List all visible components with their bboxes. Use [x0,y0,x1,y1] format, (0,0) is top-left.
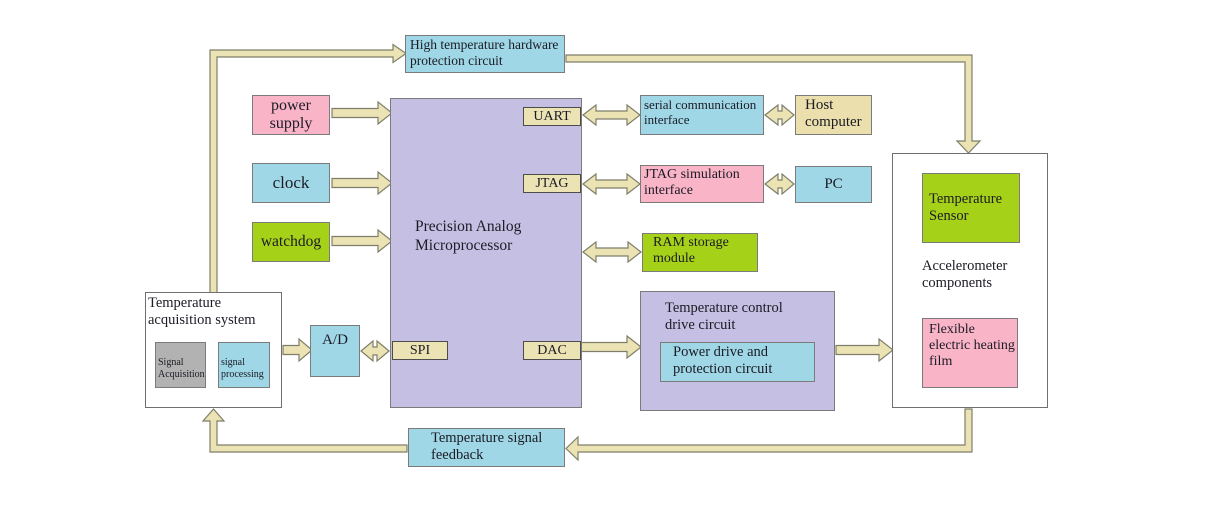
node-high-temp-protection: High temperature hardware protection cir… [405,35,565,73]
processor-label: Precision Analog Microprocessor [415,218,522,254]
node-clock: clock [252,163,330,203]
arrow-ad-spi [360,339,390,363]
port-jtag: JTAG [523,174,581,193]
arrow-jtag-sim-interface [582,172,641,196]
arrow-processor-ram [582,240,642,264]
node-power-supply: power supply [252,95,330,135]
loop-arrow-protection-to-accelerometer [565,54,982,154]
arrow-drive-circuit-to-accelerometer [835,337,894,363]
node-serial-interface: serial communication interface [640,95,764,135]
loop-arrow-feedback-to-acquisition [201,408,408,453]
accelerometer-label: Accelerometer components [922,258,1008,292]
arrow-acquisition-to-ad [282,337,313,363]
node-signal-acquisition: Signal Acquisition [155,342,206,388]
node-temp-sensor: Temperature Sensor [922,173,1020,243]
port-uart: UART [523,107,581,126]
arrow-sim-interface-pc [764,172,795,196]
node-watchdog: watchdog [252,222,330,262]
node-pc: PC [795,166,872,203]
port-dac: DAC [523,341,581,360]
node-feedback: Temperature signal feedback [408,428,565,467]
node-power-drive: Power drive and protection circuit [660,342,815,382]
loop-arrow-acquisition-to-protection [209,43,408,294]
arrow-clock-to-processor [331,170,393,196]
arrow-watchdog-to-processor [331,228,393,254]
acquisition-label: Temperature acquisition system [148,295,256,329]
arrow-uart-serial-interface [582,103,641,127]
arrow-serial-interface-host [764,103,795,127]
node-host-computer: Host computer [795,95,872,135]
arrow-dac-to-drive-circuit [580,334,642,360]
loop-arrow-accelerometer-to-feedback [565,408,973,462]
node-signal-processing: signal processing [218,342,270,388]
node-ad-converter: A/D [310,325,360,377]
node-jtag-interface: JTAG simulation interface [640,165,764,203]
port-spi: SPI [392,341,448,360]
drive-circuit-label: Temperature control drive circuit [665,300,783,334]
node-heating-film: Flexible electric heating film [922,318,1018,388]
node-ram: RAM storage module [642,233,758,272]
arrow-power-supply-to-processor [331,100,393,126]
